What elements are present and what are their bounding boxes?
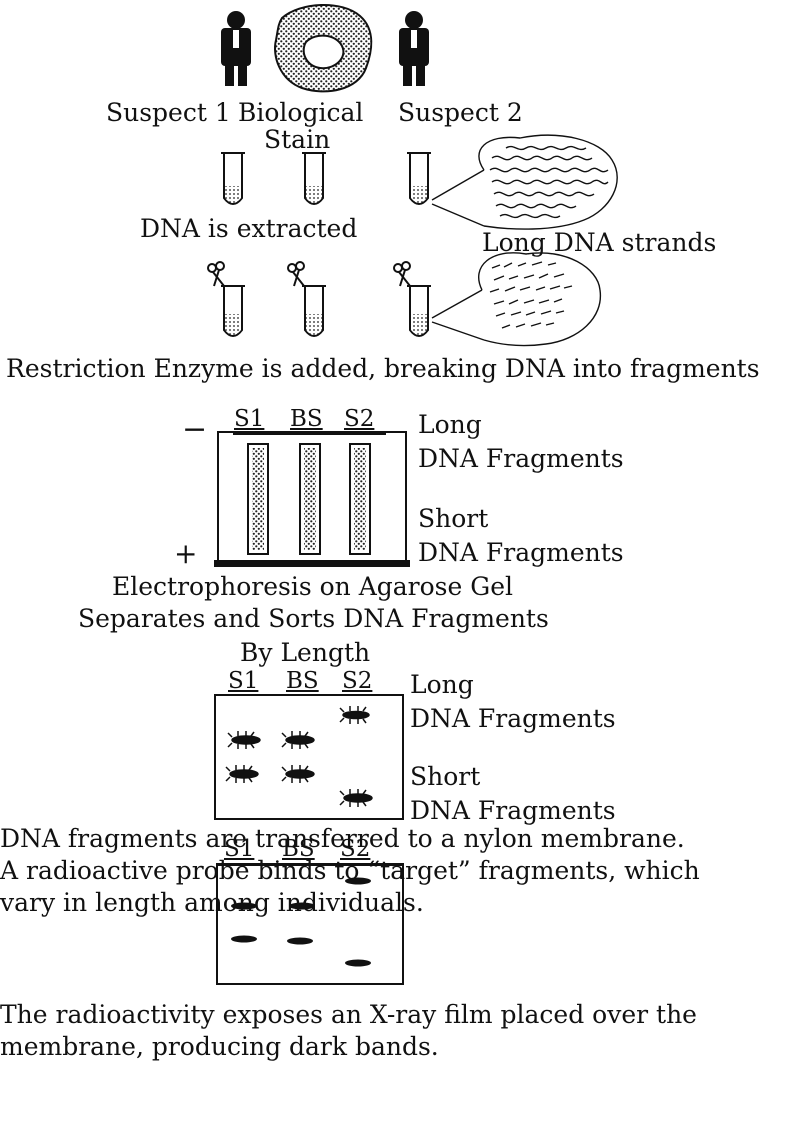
gel-caption-2: Separates and Sorts DNA Fragments (78, 606, 549, 631)
gel-lane-label-bs: BS (290, 408, 323, 431)
film-band (287, 938, 313, 945)
test-tube-icon (407, 153, 431, 204)
restriction-enzyme-caption: Restriction Enzyme is added, breaking DN… (6, 356, 760, 381)
scissors-icon (208, 262, 224, 286)
long-dna-strands-label: Long DNA strands (482, 230, 716, 255)
film-band (231, 936, 257, 943)
gel-long-label-b: DNA Fragments (418, 446, 624, 471)
film-lane-label-bs: BS (282, 838, 315, 861)
gel-lane-s2 (350, 444, 370, 554)
suspect-2-person-icon (399, 11, 429, 86)
suspect-2-label: Suspect 2 (398, 100, 523, 125)
gel-short-label-b: DNA Fragments (418, 540, 624, 565)
gel-short-label-a: Short (418, 506, 488, 531)
gel-lane-s1 (248, 444, 268, 554)
suspect-1-person-icon (221, 11, 251, 86)
gel-caption-1: Electrophoresis on Agarose Gel (112, 574, 513, 599)
gel-lane-label-s2: S2 (344, 408, 374, 431)
membrane-short-label-a: Short (410, 764, 480, 789)
gel-lane-bs (300, 444, 320, 554)
film-band (345, 960, 371, 967)
nylon-membrane-icon (215, 695, 403, 819)
membrane-caption-2: A radioactive probe binds to “target” fr… (0, 858, 801, 883)
scissors-icon (288, 262, 304, 286)
biological-stain-label-a: Biological (238, 100, 363, 125)
biological-stain-icon (275, 5, 371, 91)
dna-extracted-caption: DNA is extracted (140, 216, 357, 241)
test-tube-icon (302, 286, 326, 336)
test-tube-icon (302, 153, 326, 204)
membrane-lane-label-s1: S1 (228, 670, 258, 693)
gel-caption-3: By Length (240, 640, 370, 665)
test-tube-icon (221, 153, 245, 204)
dna-strands-icon (432, 135, 617, 229)
biological-stain-label-b: Stain (264, 127, 330, 152)
film-caption-2: membrane, producing dark bands. (0, 1034, 439, 1059)
gel-plus-sign: + (174, 540, 197, 568)
test-tube-icon (407, 286, 431, 336)
test-tube-icon (221, 286, 245, 336)
membrane-long-label-b: DNA Fragments (410, 706, 616, 731)
gel-minus-sign: − (182, 415, 207, 445)
film-caption-1: The radioactivity exposes an X-ray film … (0, 1002, 697, 1027)
film-lane-label-s1: S1 (224, 838, 254, 861)
membrane-short-label-b: DNA Fragments (410, 798, 616, 823)
suspect-1-label: Suspect 1 (106, 100, 231, 125)
membrane-caption-3: vary in length among individuals. (0, 890, 424, 915)
film-lane-label-s2: S2 (340, 838, 370, 861)
scissors-icon (394, 262, 410, 286)
membrane-long-label-a: Long (410, 672, 474, 697)
membrane-lane-label-bs: BS (286, 670, 319, 693)
membrane-lane-label-s2: S2 (342, 670, 372, 693)
dna-fragments-icon (432, 253, 600, 346)
gel-long-label-a: Long (418, 412, 482, 437)
gel-lane-label-s1: S1 (234, 408, 264, 431)
